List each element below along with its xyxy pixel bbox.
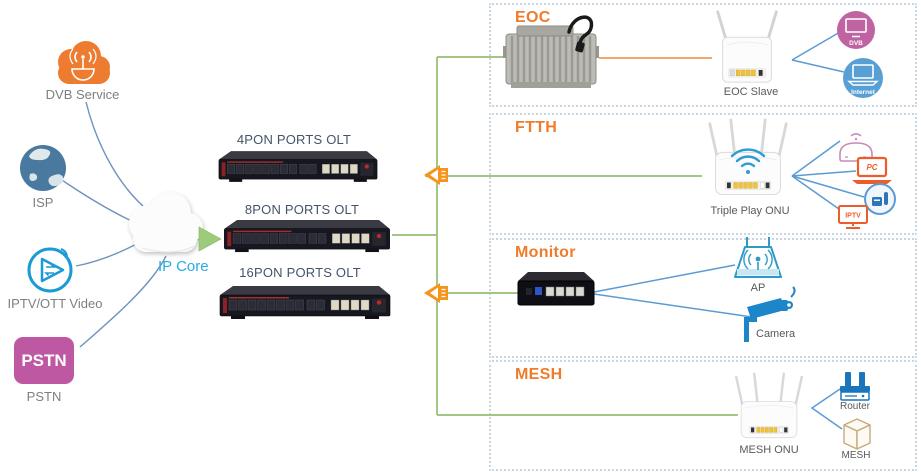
wifi-icon bbox=[730, 148, 766, 174]
olt4-label: 4PON PORTS OLT bbox=[236, 132, 352, 147]
eoc-slave-device bbox=[716, 10, 778, 84]
switch-to-camera-line bbox=[593, 293, 753, 318]
meshonu-fan-line bbox=[810, 388, 843, 430]
pc-label: PC bbox=[866, 163, 877, 172]
ip-core-cloud bbox=[129, 192, 203, 253]
eoc-slave-label: EOC Slave bbox=[723, 86, 779, 98]
onu-to-pc-line bbox=[791, 170, 857, 177]
router-label: Router bbox=[839, 401, 870, 412]
monitor-switch-device bbox=[517, 272, 595, 306]
olt8-device bbox=[223, 219, 391, 253]
pstn-to-core-line bbox=[79, 255, 167, 348]
dvb-endpoint-label: DVB bbox=[849, 40, 863, 47]
triple-play-onu-label: Triple Play ONU bbox=[710, 205, 790, 217]
olt8-label: 8PON PORTS OLT bbox=[244, 202, 360, 217]
ftth-zone-title: FTTH bbox=[515, 119, 558, 136]
core-arrow-icon bbox=[198, 226, 222, 252]
onu-to-iptv-line bbox=[791, 175, 847, 215]
monitor-zone-box: Monitor bbox=[489, 238, 917, 358]
eoc-zone-box: EOC bbox=[489, 3, 917, 107]
dvb-endpoint-icon: DVB bbox=[837, 11, 875, 49]
olt16-device bbox=[219, 285, 391, 320]
mesh-endpoint-label: MESH bbox=[841, 450, 871, 461]
eoc-zone-title: EOC bbox=[515, 9, 551, 26]
router-icon bbox=[840, 372, 870, 401]
camera-icon bbox=[744, 286, 796, 342]
onu-to-stb-line bbox=[791, 140, 841, 177]
iptv-ott-label: IPTV/OTT Video bbox=[7, 296, 103, 311]
mesh-onu-device bbox=[734, 372, 804, 439]
mesh-zone-title: MESH bbox=[515, 366, 563, 383]
ap-label: AP bbox=[750, 282, 766, 294]
mesh-cube-icon bbox=[843, 418, 871, 450]
ftth-zone-box: FTTH bbox=[489, 113, 917, 235]
iptv-endpoint-label: IPTV bbox=[845, 213, 861, 220]
eocslave-to-dvb-line bbox=[791, 31, 841, 61]
splitter-icon-ftth bbox=[423, 164, 449, 186]
switch-to-ap-line bbox=[593, 264, 736, 293]
dvb-service-icon bbox=[58, 41, 110, 84]
iptv-ott-icon bbox=[27, 247, 73, 293]
dvb-to-core-line bbox=[85, 101, 151, 213]
satellite-dish-icon bbox=[69, 48, 97, 81]
olt4-device bbox=[218, 150, 378, 183]
pc-icon: PC bbox=[852, 156, 892, 184]
monitor-zone-title: Monitor bbox=[515, 244, 576, 261]
endpoint-fan-lines bbox=[593, 31, 865, 430]
phone-icon bbox=[864, 183, 896, 215]
pstn-label: PSTN bbox=[26, 389, 62, 404]
isp-label: ISP bbox=[32, 195, 54, 210]
onu-to-phone-line bbox=[791, 175, 865, 198]
mesh-onu-label: MESH ONU bbox=[739, 444, 799, 456]
eocslave-to-internet-line bbox=[791, 59, 845, 73]
camera-label: Camera bbox=[756, 328, 796, 340]
ip-core-label: IP Core bbox=[158, 258, 209, 275]
iptv-to-core-line bbox=[75, 239, 145, 267]
isp-icon bbox=[20, 145, 66, 191]
internet-endpoint-icon: Internet bbox=[843, 58, 883, 98]
splitter-icon-monitor bbox=[423, 282, 449, 304]
ap-icon bbox=[734, 237, 782, 278]
olt16-label: 16PON PORTS OLT bbox=[239, 265, 361, 280]
pstn-icon: PSTN bbox=[14, 337, 74, 384]
dvb-service-label: DVB Service bbox=[45, 87, 120, 102]
internet-endpoint-label: Internet bbox=[851, 89, 876, 96]
iptv-endpoint-icon: IPTV bbox=[838, 205, 868, 229]
coax-cable-icon bbox=[567, 15, 594, 46]
eoc-master-device bbox=[503, 15, 599, 88]
